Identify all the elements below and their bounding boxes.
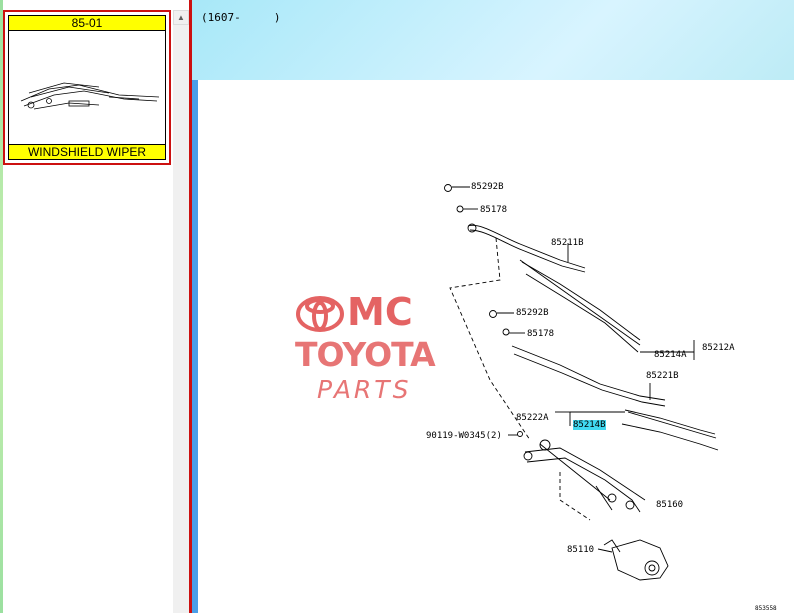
thumbnail-title: WINDSHIELD WIPER bbox=[9, 144, 165, 159]
part-label-85292b-upper[interactable]: 85292B bbox=[471, 182, 504, 192]
wiper-thumbnail-image bbox=[20, 82, 160, 110]
scroll-up-arrow-icon[interactable]: ▲ bbox=[173, 10, 189, 25]
part-label-85212a[interactable]: 85212A bbox=[702, 343, 735, 353]
part-label-85214b-highlighted[interactable]: 85214B bbox=[573, 420, 606, 430]
pane-edge bbox=[192, 80, 198, 613]
vertical-scrollbar[interactable]: ▲ bbox=[173, 10, 189, 613]
model-date-range: (1607- ) bbox=[201, 11, 281, 24]
part-label-85214a[interactable]: 85214A bbox=[654, 350, 687, 360]
part-label-85178-lower[interactable]: 85178 bbox=[527, 329, 555, 339]
part-label-90119[interactable]: 90119-W0345(2) bbox=[426, 431, 502, 441]
watermark-parts: PARTS bbox=[317, 375, 412, 404]
thumbnail-code: 85-01 bbox=[9, 16, 165, 31]
part-label-85222a[interactable]: 85222A bbox=[516, 413, 549, 423]
catalog-list-panel: 85-01 WINDSHIELD WIPER bbox=[0, 0, 173, 613]
part-label-85221b[interactable]: 85221B bbox=[646, 371, 679, 381]
catalog-thumbnail-card[interactable]: 85-01 WINDSHIELD WIPER bbox=[3, 10, 171, 165]
part-label-85110[interactable]: 85110 bbox=[567, 545, 595, 555]
watermark-mc: MC bbox=[347, 290, 413, 334]
parts-diagram-canvas bbox=[198, 80, 794, 613]
watermark: MC TOYOTA PARTS bbox=[295, 290, 436, 412]
thumbnail-frame: 85-01 WINDSHIELD WIPER bbox=[8, 15, 166, 160]
part-label-85178-upper[interactable]: 85178 bbox=[480, 205, 508, 215]
part-label-85160[interactable]: 85160 bbox=[656, 500, 684, 510]
panel-divider bbox=[189, 0, 192, 613]
part-label-85292b-lower[interactable]: 85292B bbox=[516, 308, 549, 318]
part-label-85211b[interactable]: 85211B bbox=[551, 238, 584, 248]
toyota-logo-icon bbox=[296, 296, 344, 332]
watermark-toyota: TOYOTA bbox=[295, 335, 436, 374]
panel-edge bbox=[0, 0, 3, 613]
diagram-viewer: (1607- ) bbox=[192, 0, 794, 613]
illustration-code: 853558 bbox=[755, 605, 777, 612]
